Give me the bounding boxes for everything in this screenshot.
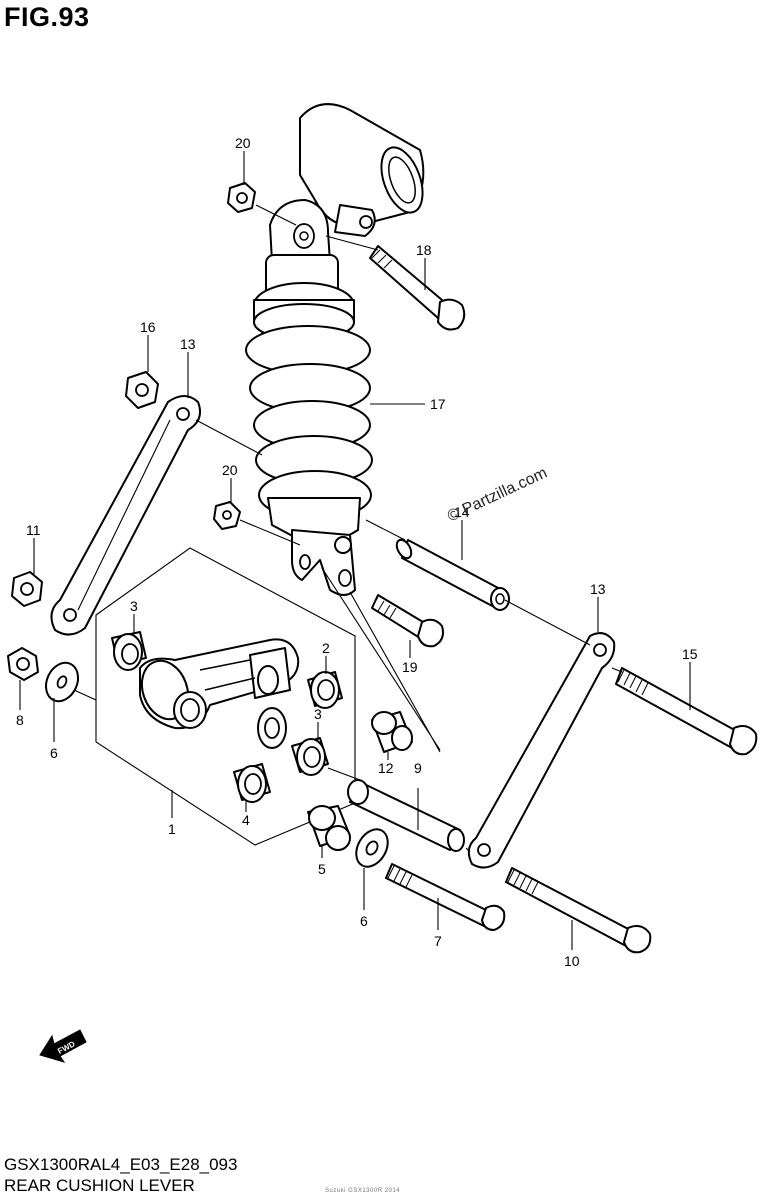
fine-print: Suzuki GSX1300R 2014 [325, 1188, 401, 1194]
callout-12: 12 [378, 760, 394, 776]
callout-15: 15 [682, 646, 698, 662]
nut-16[interactable] [125, 371, 159, 409]
callout-14: 14 [454, 504, 470, 520]
figure-name: REAR CUSHION LEVER [4, 1176, 195, 1195]
washer-6-right[interactable] [350, 824, 394, 873]
cushion-rod-13-right[interactable] [467, 632, 616, 869]
callout-1: 1 [168, 821, 176, 837]
callout-5: 5 [318, 861, 326, 877]
nut-11[interactable] [11, 571, 43, 607]
bolt-18[interactable] [369, 245, 466, 331]
callout-8: 8 [16, 712, 24, 728]
callout-20-upper: 20 [235, 135, 251, 151]
figure-code: GSX1300RAL4_E03_E28_093 [4, 1155, 238, 1174]
bolt-15[interactable] [615, 667, 758, 756]
fwd-arrow-icon: FWD [39, 1029, 87, 1063]
callout-3-upper: 3 [130, 598, 138, 614]
callout-17: 17 [430, 396, 446, 412]
callout-13-left: 13 [180, 336, 196, 352]
callout-4: 4 [242, 812, 250, 828]
callout-10: 10 [564, 953, 580, 969]
nut-8[interactable] [7, 647, 39, 681]
bolt-7[interactable] [385, 863, 506, 931]
callout-9: 9 [414, 760, 422, 776]
callout-16: 16 [140, 319, 156, 335]
nut-20-upper[interactable] [227, 182, 256, 213]
callout-6-right: 6 [360, 913, 368, 929]
callout-numbers: 20 18 16 13 17 20 14 11 13 3 2 15 8 6 3 … [16, 135, 698, 969]
figure-title: FIG.93 [4, 2, 90, 32]
rear-shock-absorber[interactable] [245, 103, 431, 596]
nut-20-lower[interactable] [213, 501, 241, 530]
callout-13-right: 13 [590, 581, 606, 597]
callout-20-lower: 20 [222, 462, 238, 478]
cushion-rod-13-left[interactable] [50, 395, 201, 636]
spacer-5[interactable] [307, 805, 351, 851]
washer-6-left[interactable] [40, 658, 84, 707]
callout-19: 19 [402, 659, 418, 675]
callout-7: 7 [434, 933, 442, 949]
cushion-lever-assembly-1[interactable] [95, 547, 356, 846]
bolt-19[interactable] [371, 594, 444, 648]
spacer-9[interactable] [347, 779, 465, 852]
callout-2: 2 [322, 640, 330, 656]
callout-18: 18 [416, 242, 432, 258]
bush-14[interactable] [394, 537, 510, 611]
assembly-centerlines [73, 204, 623, 853]
callout-6-left: 6 [50, 745, 58, 761]
callout-11: 11 [26, 522, 41, 538]
callout-3-lower: 3 [314, 706, 322, 722]
spacer-12[interactable] [371, 711, 413, 753]
callout-leaders [19, 151, 691, 950]
bolt-10[interactable] [505, 867, 652, 954]
